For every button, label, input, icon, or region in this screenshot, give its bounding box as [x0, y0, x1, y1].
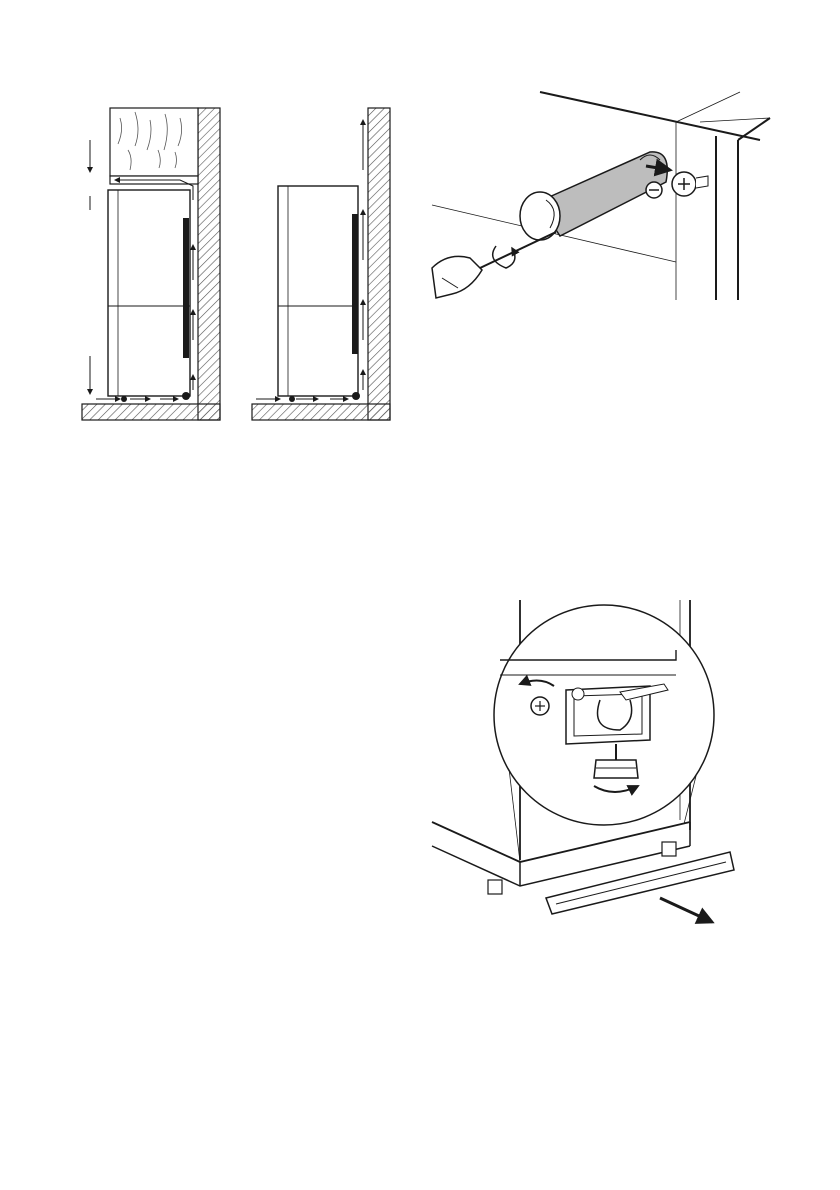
plus-screw-icon	[672, 172, 708, 196]
door-reversal-screwdriver	[432, 92, 770, 300]
leveling-feet-plinth-removal	[432, 600, 734, 922]
pull-arrow-icon	[660, 898, 712, 922]
ventilation-freestanding-installation	[252, 108, 390, 420]
ventilation-recessed-installation	[82, 108, 220, 420]
minus-screw-icon	[646, 182, 662, 198]
plus-screw-icon	[531, 697, 549, 715]
